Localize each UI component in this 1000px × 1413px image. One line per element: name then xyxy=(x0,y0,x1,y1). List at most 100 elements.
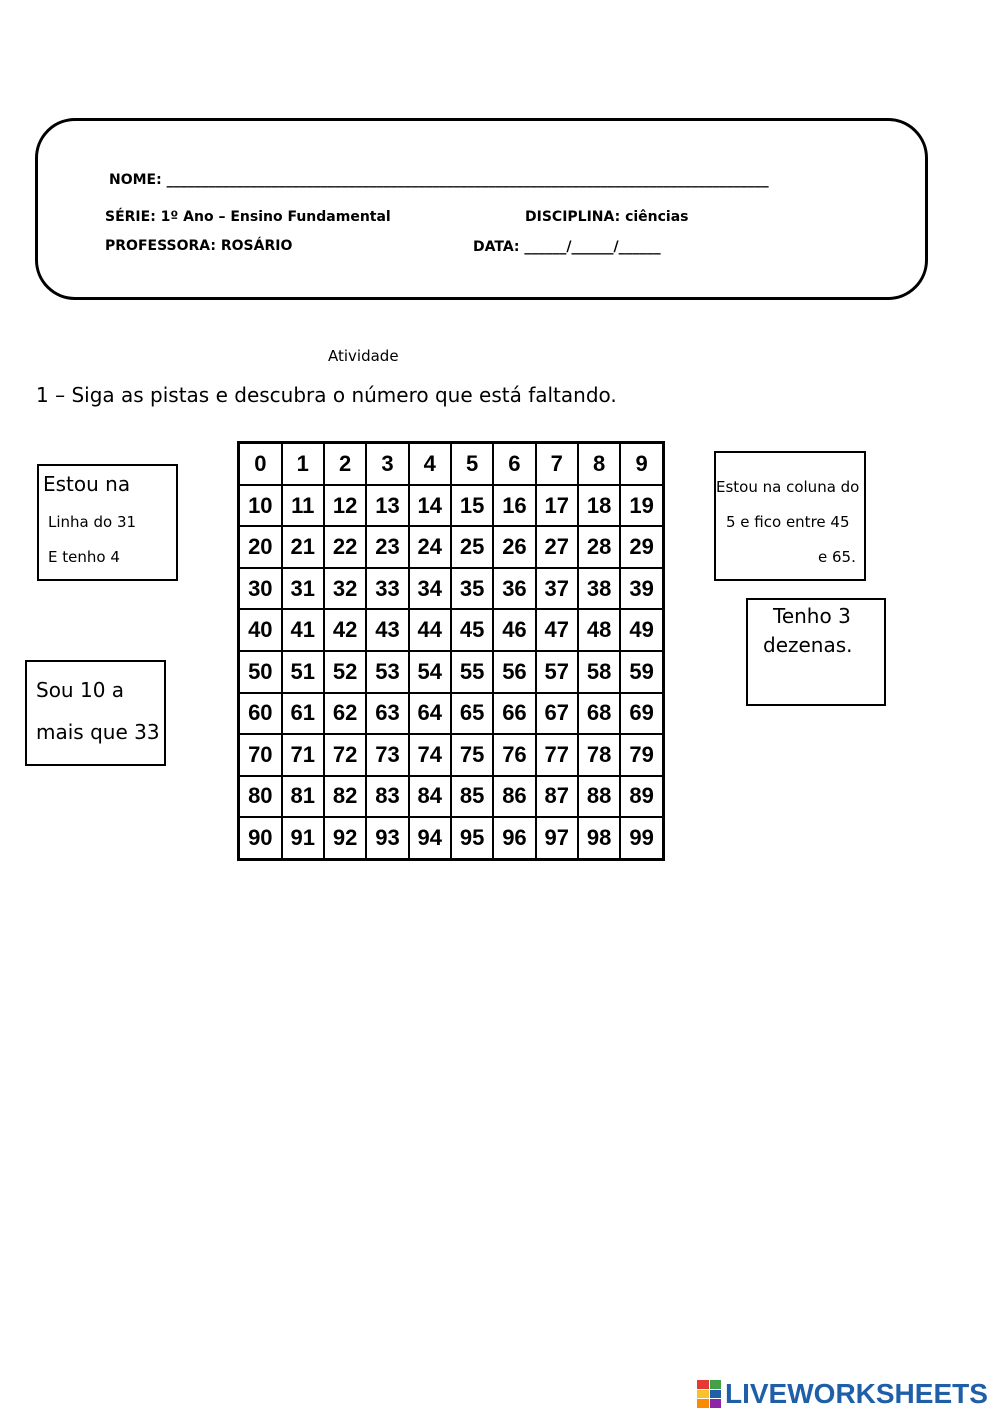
grid-cell: 3 xyxy=(365,441,410,486)
grid-cell: 13 xyxy=(365,483,410,528)
grid-cell: 58 xyxy=(576,649,622,694)
grid-cell: 85 xyxy=(449,774,495,819)
grid-cell: 86 xyxy=(492,774,537,819)
grid-cell: 18 xyxy=(576,483,622,528)
grid-cell: 47 xyxy=(534,608,579,652)
clue-line: mais que 33 xyxy=(36,720,160,744)
grid-cell: 56 xyxy=(492,649,537,694)
grid-cell: 60 xyxy=(237,691,283,736)
grid-cell: 37 xyxy=(534,566,579,611)
grid-cell: 41 xyxy=(280,608,325,652)
clue-line: E tenho 4 xyxy=(48,548,120,566)
liveworksheets-logo: LIVEWORKSHEETS xyxy=(697,1376,988,1412)
grid-cell: 19 xyxy=(619,483,665,528)
grid-cell: 62 xyxy=(322,691,368,736)
grid-cell: 2 xyxy=(322,441,368,486)
grid-cell: 23 xyxy=(365,525,410,569)
grid-cell: 54 xyxy=(407,649,452,694)
grid-cell: 24 xyxy=(407,525,452,569)
grid-cell: 71 xyxy=(280,733,325,777)
grid-cell: 25 xyxy=(449,525,495,569)
clue-box-3-tens: Tenho 3 dezenas. xyxy=(746,598,886,706)
subject-label: DISCIPLINA: ciências xyxy=(525,209,689,225)
grid-cell: 17 xyxy=(534,483,579,528)
question-text: 1 – Siga as pistas e descubra o número q… xyxy=(36,383,617,407)
grid-cell: 32 xyxy=(322,566,368,611)
grid-cell: 34 xyxy=(407,566,452,611)
grid-cell: 45 xyxy=(449,608,495,652)
date-field: DATA: ______/______/______ xyxy=(473,239,661,255)
grid-cell: 95 xyxy=(449,816,495,861)
grid-cell: 9 xyxy=(619,441,665,486)
grid-cell: 73 xyxy=(365,733,410,777)
grade-label: SÉRIE: 1º Ano – Ensino Fundamental xyxy=(105,209,391,225)
grid-cell: 72 xyxy=(322,733,368,777)
name-field: NOME: __________________________________… xyxy=(109,172,769,188)
grid-cell: 38 xyxy=(576,566,622,611)
grid-cell: 40 xyxy=(237,608,283,652)
grid-cell: 65 xyxy=(449,691,495,736)
grid-cell: 76 xyxy=(492,733,537,777)
grid-cell: 31 xyxy=(280,566,325,611)
clue-box-column-5: Estou na coluna do 5 e fico entre 45 e 6… xyxy=(714,451,866,581)
grid-cell: 63 xyxy=(365,691,410,736)
grid-cell: 92 xyxy=(322,816,368,861)
grid-cell: 36 xyxy=(492,566,537,611)
clue-line: 5 e fico entre 45 xyxy=(726,513,850,531)
grid-cell: 55 xyxy=(449,649,495,694)
grid-cell: 66 xyxy=(492,691,537,736)
grid-cell: 14 xyxy=(407,483,452,528)
grid-cell: 91 xyxy=(280,816,325,861)
grid-cell: 15 xyxy=(449,483,495,528)
grid-cell: 98 xyxy=(576,816,622,861)
grid-cell: 16 xyxy=(492,483,537,528)
grid-cell: 59 xyxy=(619,649,665,694)
grid-cell: 68 xyxy=(576,691,622,736)
activity-title: Atividade xyxy=(328,347,399,365)
clue-box-10-more: Sou 10 a mais que 33 xyxy=(25,660,166,766)
grid-cell: 96 xyxy=(492,816,537,861)
clue-box-row-31: Estou na Linha do 31 E tenho 4 xyxy=(37,464,178,581)
grid-cell: 79 xyxy=(619,733,665,777)
grid-cell: 5 xyxy=(449,441,495,486)
grid-cell: 49 xyxy=(619,608,665,652)
grid-cell: 35 xyxy=(449,566,495,611)
grid-cell: 81 xyxy=(280,774,325,819)
grid-cell: 4 xyxy=(407,441,452,486)
grid-cell: 67 xyxy=(534,691,579,736)
clue-line: Tenho 3 xyxy=(773,604,851,628)
grid-cell: 28 xyxy=(576,525,622,569)
clue-line: Sou 10 a xyxy=(36,678,125,702)
grid-cell: 50 xyxy=(237,649,283,694)
logo-text: LIVEWORKSHEETS xyxy=(725,1378,988,1409)
grid-cell: 20 xyxy=(237,525,283,569)
student-info-box xyxy=(35,118,928,300)
clue-line: dezenas. xyxy=(763,633,853,657)
grid-cell: 84 xyxy=(407,774,452,819)
grid-cell: 22 xyxy=(322,525,368,569)
grid-cell: 26 xyxy=(492,525,537,569)
grid-cell: 83 xyxy=(365,774,410,819)
grid-cell: 1 xyxy=(280,441,325,486)
grid-cell: 75 xyxy=(449,733,495,777)
grid-cell: 11 xyxy=(280,483,325,528)
grid-cell: 48 xyxy=(576,608,622,652)
grid-cell: 0 xyxy=(237,441,283,486)
grid-cell: 93 xyxy=(365,816,410,861)
grid-cell: 21 xyxy=(280,525,325,569)
clue-line: Linha do 31 xyxy=(48,513,137,531)
grid-cell: 27 xyxy=(534,525,579,569)
grid-cell: 57 xyxy=(534,649,579,694)
grid-cell: 80 xyxy=(237,774,283,819)
grid-cell: 77 xyxy=(534,733,579,777)
teacher-label: PROFESSORA: ROSÁRIO xyxy=(105,238,293,254)
